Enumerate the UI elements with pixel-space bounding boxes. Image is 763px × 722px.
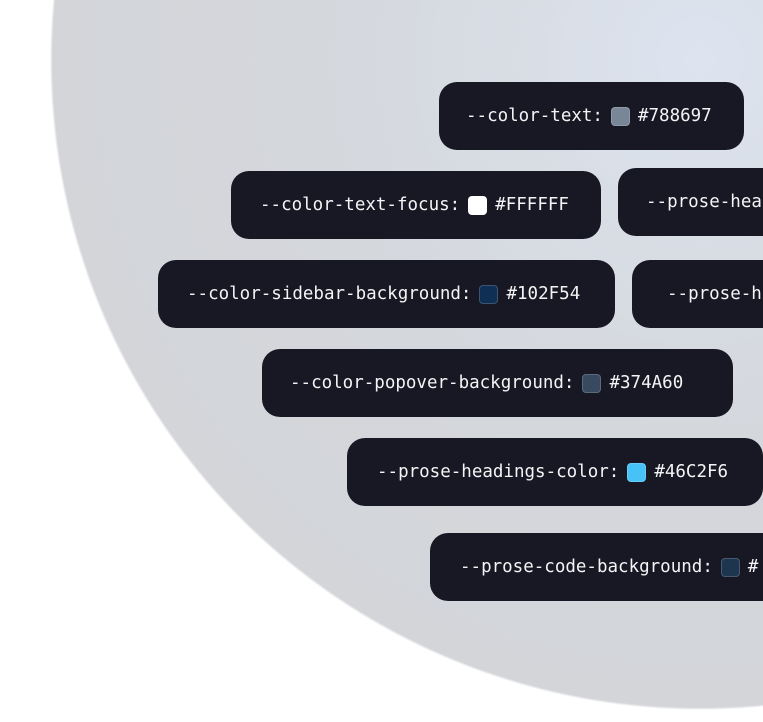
token-pill-color-text-focus: --color-text-focus: #FFFFFF xyxy=(231,171,601,239)
token-name: --color-text: xyxy=(466,106,603,126)
token-pill-color-sidebar-background: --color-sidebar-background: #102F54 xyxy=(158,260,615,328)
token-pill-prose-code-background: --prose-code-background: # xyxy=(430,533,763,601)
token-name: --color-popover-background: xyxy=(290,373,575,393)
token-hex: #FFFFFF xyxy=(495,195,569,215)
token-pill-prose-headings-partial: --prose-hea xyxy=(618,168,763,236)
color-swatch xyxy=(627,462,647,482)
token-hex: #46C2F6 xyxy=(654,462,729,482)
token-name: --prose-headings-color: xyxy=(377,462,620,482)
token-name: --prose-h xyxy=(667,284,762,304)
color-swatch xyxy=(468,195,488,215)
token-pill-color-popover-background: --color-popover-background: #374A60 xyxy=(262,349,733,417)
token-hex: #374A60 xyxy=(609,373,684,393)
token-pill-prose-h-partial: --prose-h xyxy=(632,260,763,328)
color-swatch xyxy=(720,557,740,577)
token-pill-prose-headings-color: --prose-headings-color: #46C2F6 xyxy=(347,438,763,506)
token-name: --prose-code-background: xyxy=(460,557,713,577)
token-pill-color-text: --color-text: #788697 xyxy=(439,82,744,150)
token-name: --color-sidebar-background: xyxy=(187,284,472,304)
token-hex: #788697 xyxy=(637,106,712,126)
color-swatch xyxy=(610,106,630,126)
token-name: --color-text-focus: xyxy=(260,195,461,215)
token-hex: #102F54 xyxy=(506,284,581,304)
token-name: --prose-hea xyxy=(646,192,762,212)
token-hex: # xyxy=(747,557,759,577)
color-swatch xyxy=(479,284,499,304)
color-swatch xyxy=(582,373,602,393)
